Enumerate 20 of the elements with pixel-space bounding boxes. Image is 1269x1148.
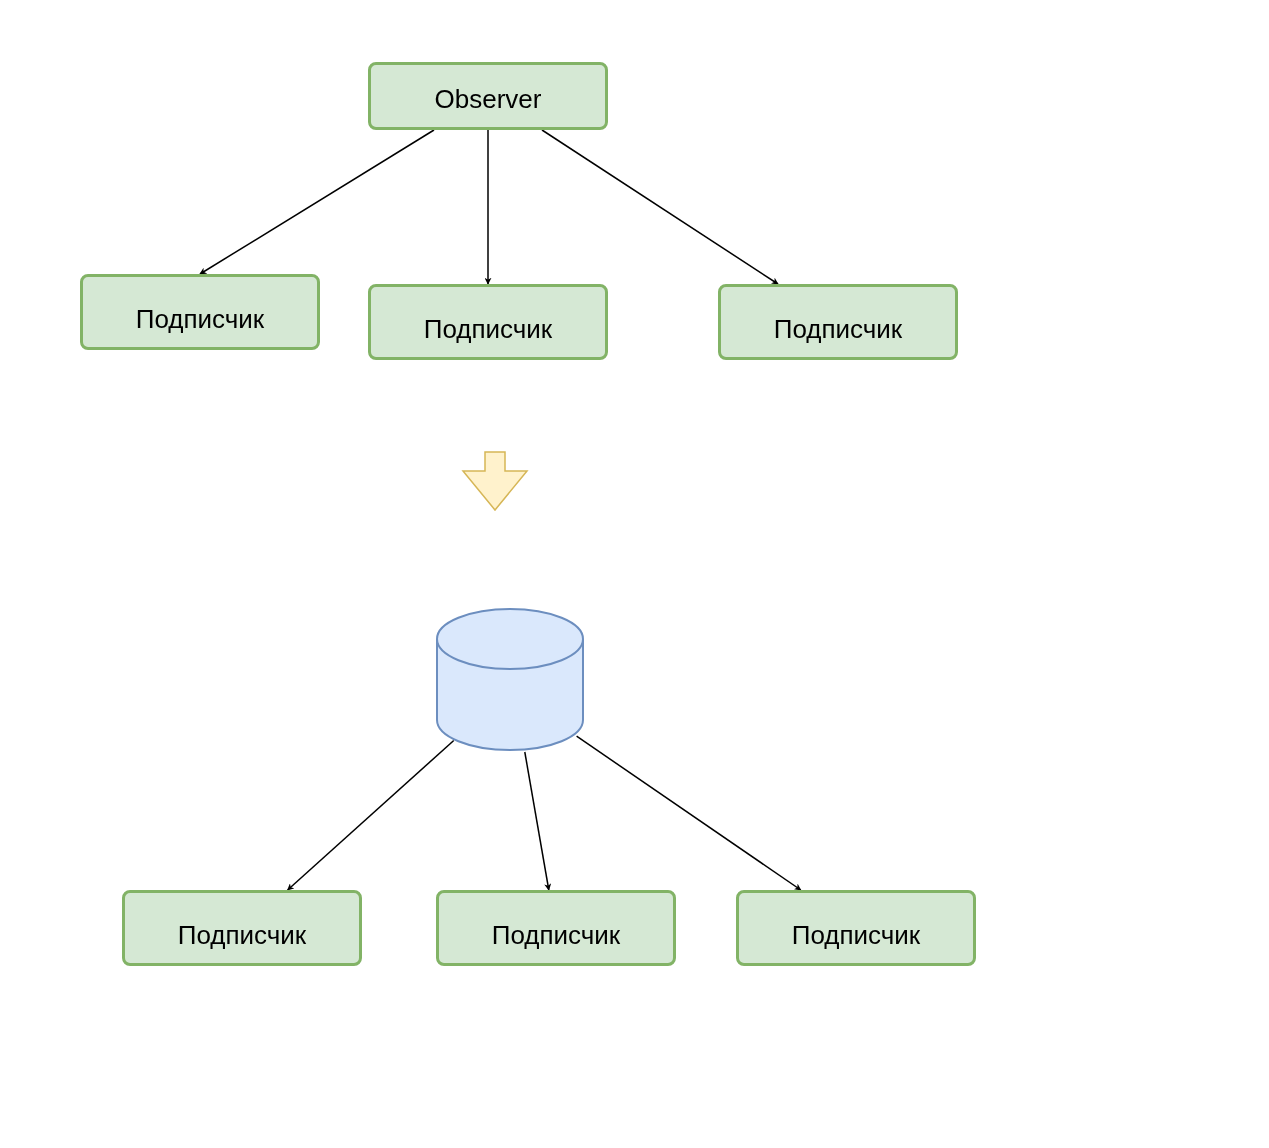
arrow — [286, 739, 455, 891]
process-box — [736, 890, 976, 966]
arrow — [524, 751, 552, 891]
arrow — [484, 129, 492, 285]
process-box — [80, 274, 320, 350]
arrow — [575, 735, 802, 891]
process-box — [368, 62, 608, 130]
box-label: Подписчик — [791, 919, 921, 951]
arrow — [541, 129, 779, 285]
box-label: Подписчик — [491, 919, 621, 951]
box-label: Подписчик — [423, 313, 553, 345]
box-label: Подписчик — [773, 313, 903, 345]
box-label: Подписчик — [177, 919, 307, 951]
process-box — [368, 284, 608, 360]
process-box — [122, 890, 362, 966]
box-label: Подписчик — [135, 303, 265, 335]
process-box — [718, 284, 958, 360]
box-label: Observer — [434, 83, 542, 115]
arrow — [199, 129, 435, 275]
process-box — [436, 890, 676, 966]
